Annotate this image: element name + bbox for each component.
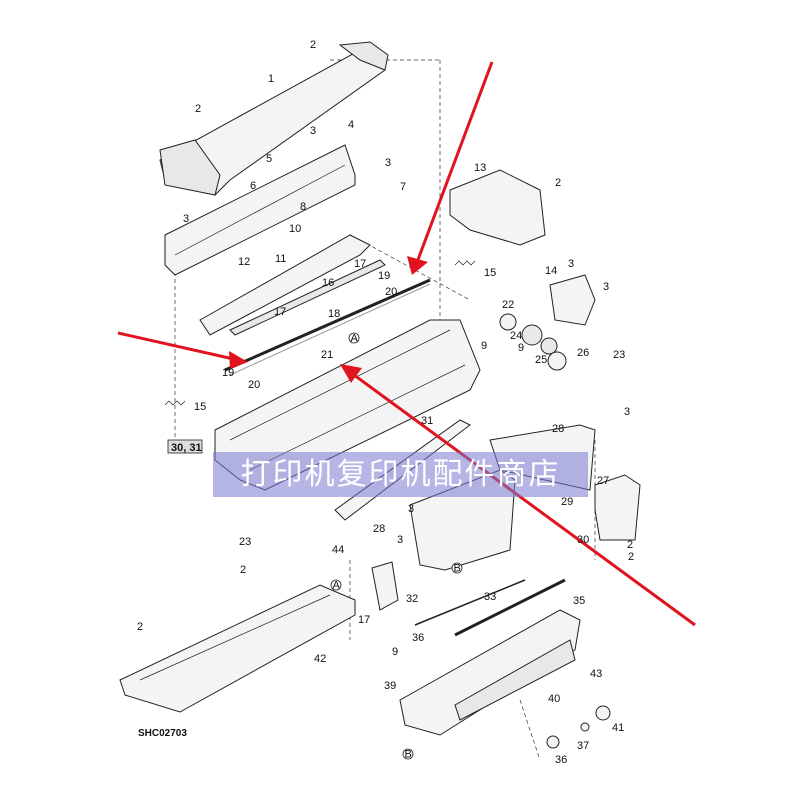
callout-3: 3 (624, 406, 630, 418)
callout-3: 3 (310, 125, 316, 137)
callout-17: 17 (354, 258, 366, 270)
callout-numbers: 1 2 2 2 2 2 2 2 3 3 3 3 3 3 3 3 4 5 6 7 … (137, 39, 634, 766)
callout-22: 22 (502, 299, 514, 311)
callout-18: 18 (328, 308, 340, 320)
top-cover-part (159, 41, 389, 196)
callout-2: 2 (240, 564, 246, 576)
callout-13: 13 (474, 162, 486, 174)
guide-plate-part (199, 234, 431, 376)
callout-28: 28 (373, 523, 385, 535)
callout-23: 23 (239, 536, 251, 548)
callout-17: 17 (358, 614, 370, 626)
callout-43: 43 (590, 668, 602, 680)
ref-mark-a-1: A (348, 333, 360, 345)
callout-39: 39 (384, 680, 396, 692)
callout-26: 26 (577, 347, 589, 359)
callout-6: 6 (250, 180, 256, 192)
callout-19: 19 (222, 367, 234, 379)
springs (164, 260, 476, 406)
callout-8: 8 (300, 201, 306, 213)
boxed-callout: 30, 31 (167, 439, 203, 454)
callout-33: 33 (484, 591, 496, 603)
callout-28: 28 (552, 423, 564, 435)
callout-24: 24 (510, 330, 522, 342)
callout-31: 31 (421, 415, 433, 427)
ref-mark-b-2: B (402, 749, 414, 761)
callout-1: 1 (268, 73, 274, 85)
drawing-code-label: SHC02703 (138, 728, 187, 739)
callout-3: 3 (183, 213, 189, 225)
callout-10: 10 (289, 223, 301, 235)
arrow-to-part-21 (349, 370, 696, 627)
ref-mark-b-label-2: B (405, 749, 412, 761)
callout-40: 40 (548, 693, 560, 705)
callout-29: 29 (561, 496, 573, 508)
callout-15: 15 (194, 401, 206, 413)
ref-mark-a-label: A (351, 333, 359, 345)
callout-44: 44 (332, 544, 344, 556)
callout-2: 2 (195, 103, 201, 115)
callout-12: 12 (238, 256, 250, 268)
side-cover-part (594, 474, 641, 541)
callout-27: 27 (597, 475, 609, 487)
callout-17: 17 (274, 306, 286, 318)
callout-2: 2 (555, 177, 561, 189)
watermark-banner: 打印机复印机配件商店 (213, 452, 588, 497)
callout-3: 3 (568, 258, 574, 270)
callout-5: 5 (266, 153, 272, 165)
callout-25: 25 (535, 354, 547, 366)
callout-4: 4 (348, 119, 354, 131)
ref-mark-a-2: A (330, 580, 342, 592)
callout-3: 3 (408, 503, 414, 515)
arrow-to-part-19 (117, 331, 239, 362)
callout-2: 2 (137, 621, 143, 633)
callout-2: 2 (310, 39, 316, 51)
callout-30: 30 (577, 534, 589, 546)
callout-3: 3 (385, 157, 391, 169)
callout-9: 9 (392, 646, 398, 658)
callout-9: 9 (481, 340, 487, 352)
arrow-to-part-20-upper (414, 61, 494, 266)
callout-21: 21 (321, 349, 333, 361)
callout-15: 15 (484, 267, 496, 279)
callout-41: 41 (612, 722, 624, 734)
callout-20: 20 (248, 379, 260, 391)
ref-mark-b-1: B (451, 563, 463, 575)
drive-bracket-part (449, 169, 546, 246)
callout-14: 14 (545, 265, 557, 277)
ref-mark-b-label: B (454, 563, 461, 575)
callout-2: 2 (627, 539, 633, 551)
rear-plate-part (164, 144, 356, 276)
callout-19: 19 (378, 270, 390, 282)
callout-9: 9 (518, 342, 524, 354)
base-tray-part (119, 584, 356, 713)
gear-set-part (499, 274, 596, 371)
arrow-head-lower (340, 364, 362, 383)
callout-23: 23 (613, 349, 625, 361)
callout-42: 42 (314, 653, 326, 665)
callout-36: 36 (555, 754, 567, 766)
small-fasteners (546, 705, 611, 749)
callout-2: 2 (628, 551, 634, 563)
callout-16: 16 (322, 277, 334, 289)
callout-7: 7 (400, 181, 406, 193)
callout-3: 3 (603, 281, 609, 293)
callout-37: 37 (577, 740, 589, 752)
boxed-callout-label: 30, 31 (171, 442, 202, 454)
callout-32: 32 (406, 593, 418, 605)
callout-35: 35 (573, 595, 585, 607)
red-arrows (117, 61, 696, 627)
lower-guide-part (399, 609, 581, 736)
callout-36: 36 (412, 632, 424, 644)
ref-mark-a-label-2: A (333, 580, 341, 592)
callout-3: 3 (397, 534, 403, 546)
callout-20: 20 (385, 286, 397, 298)
arrow-head-left (229, 351, 248, 369)
callout-11: 11 (275, 253, 286, 265)
bracket-32-part (371, 561, 399, 611)
arrow-head-upper (407, 256, 428, 275)
